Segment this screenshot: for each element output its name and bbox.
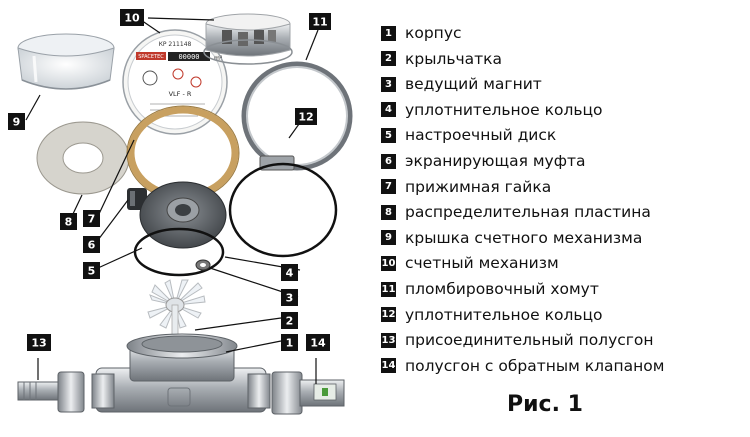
legend-text: полусгон с обратным клапаном — [405, 356, 665, 375]
legend-number: 3 — [381, 76, 396, 92]
legend-row: 6 экранирующая муфта — [381, 150, 585, 172]
dial-serial: КР 211148 — [159, 41, 192, 48]
legend-number: 12 — [381, 307, 396, 323]
tag-6: 6 — [88, 239, 96, 252]
left-union-part — [17, 371, 85, 413]
legend-row: 9 крышка счетного механизма — [381, 227, 642, 249]
legend-number: 14 — [381, 358, 396, 374]
legend-number: 9 — [381, 230, 396, 246]
legend-row: 1 корпус — [381, 22, 462, 44]
counting-mechanism-part — [203, 13, 293, 65]
tag-9: 9 — [13, 116, 21, 129]
dial-counter: 00000 — [178, 53, 199, 61]
legend-row: 8 распределительная пластина — [381, 201, 651, 223]
dial-model: VLF - R — [169, 90, 192, 98]
legend-text: крыльчатка — [405, 49, 503, 68]
legend-text: настроечный диск — [405, 126, 557, 145]
legend-number: 1 — [381, 25, 396, 41]
tag-4: 4 — [286, 267, 294, 280]
legend-number: 6 — [381, 153, 396, 169]
leader-lines — [25, 17, 319, 384]
right-union-part — [271, 371, 345, 415]
figure-caption: Рис. 1 — [507, 392, 583, 417]
o-ring-large-part — [228, 162, 338, 258]
drive-magnet-part — [195, 259, 211, 271]
tag-7: 7 — [88, 213, 96, 226]
impeller-part — [147, 279, 206, 336]
legend-row: 3 ведущий магнит — [381, 73, 542, 95]
tag-12: 12 — [298, 111, 313, 124]
legend-number: 10 — [381, 255, 396, 271]
legend-row: 5 настроечный диск — [381, 124, 556, 146]
tag-14: 14 — [310, 337, 326, 350]
legend-text: распределительная пластина — [405, 203, 651, 222]
diagram-tags: 9 10 11 12 8 7 6 5 4 3 2 1 13 14 — [8, 9, 331, 351]
legend-text: экранирующая муфта — [405, 152, 586, 170]
legend-text: крышка счетного механизма — [405, 228, 643, 247]
legend-text: присоединительный полусгон — [405, 331, 654, 350]
dial-unit: m³ — [214, 55, 223, 62]
tag-3: 3 — [286, 292, 294, 305]
legend-text: уплотнительное кольцо — [405, 100, 603, 119]
tag-8: 8 — [65, 216, 73, 229]
tag-1: 1 — [286, 337, 294, 350]
legend-number: 5 — [381, 127, 396, 143]
dial-brand: SPACETEC — [138, 54, 164, 60]
legend-number: 13 — [381, 332, 396, 348]
tag-2: 2 — [286, 315, 294, 328]
glass-cover-part — [17, 33, 115, 90]
legend-row: 14 полусгон с обратным клапаном — [381, 355, 664, 377]
legend-number: 11 — [381, 281, 396, 297]
meter-body-part — [91, 333, 271, 413]
distribution-plate-part — [36, 121, 130, 195]
o-ring-seal-part — [133, 227, 225, 277]
legend-row: 11 пломбировочный хомут — [381, 278, 599, 300]
legend-text: прижимная гайка — [405, 177, 552, 196]
legend-row: 10 счетный механизм — [381, 252, 559, 274]
tag-5: 5 — [88, 265, 96, 278]
seal-clamp-part — [241, 61, 353, 171]
legend-number: 7 — [381, 179, 396, 195]
legend-text: уплотнительное кольцо — [405, 305, 603, 324]
legend-row: 4 уплотнительное кольцо — [381, 99, 603, 121]
legend-row: 13 присоединительный полусгон — [381, 329, 654, 351]
legend-number: 4 — [381, 102, 396, 118]
legend-text: счетный механизм — [405, 254, 559, 273]
legend-row: 12 уплотнительное кольцо — [381, 304, 603, 326]
legend-number: 2 — [381, 51, 396, 67]
tag-10: 10 — [124, 12, 140, 25]
legend-row: 7 прижимная гайка — [381, 176, 551, 198]
legend-text: корпус — [405, 24, 462, 42]
legend-text: ведущий магнит — [405, 75, 542, 94]
legend-row: 2 крыльчатка — [381, 48, 502, 70]
tag-11: 11 — [312, 16, 327, 29]
legend-text: пломбировочный хомут — [405, 280, 599, 298]
tag-13: 13 — [31, 337, 46, 350]
legend-number: 8 — [381, 204, 396, 220]
